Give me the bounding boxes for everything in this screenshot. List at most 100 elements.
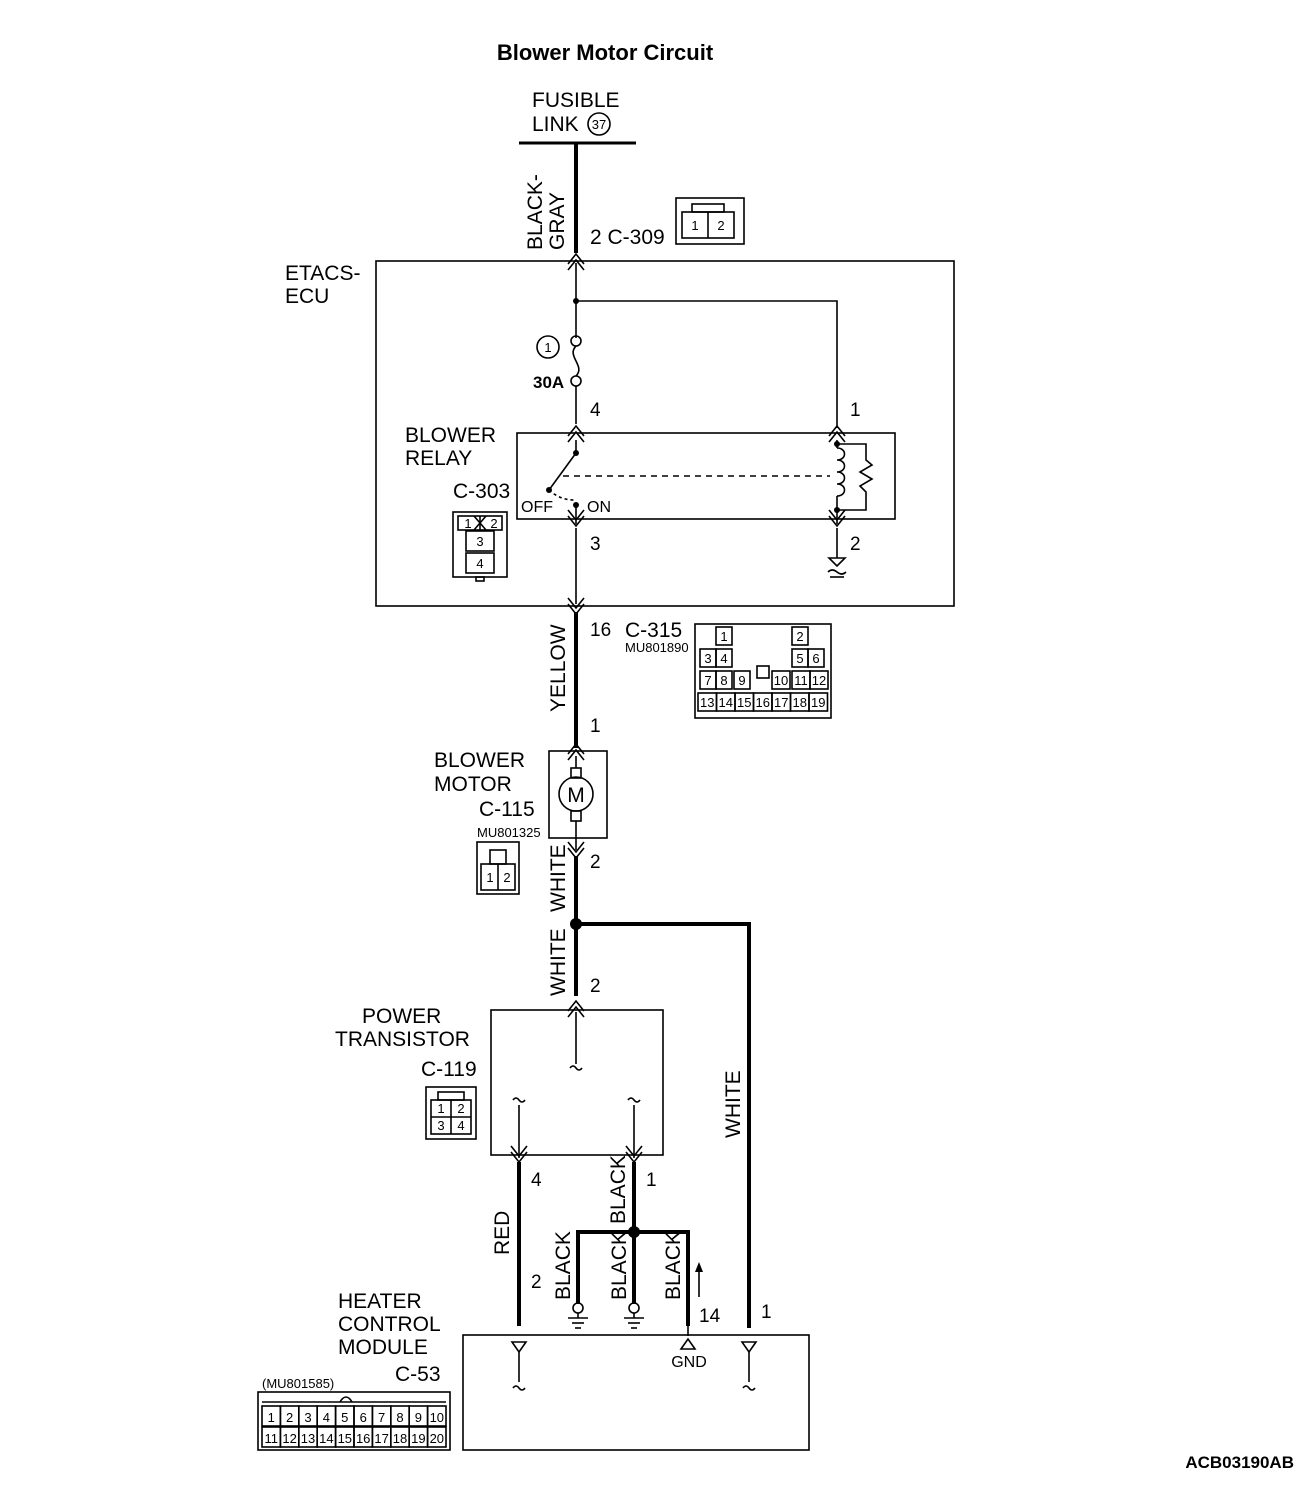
svg-text:12: 12 [282,1431,296,1446]
svg-text:19: 19 [411,1431,425,1446]
connector-c315-part: MU801890 [625,640,689,655]
svg-text:17: 17 [774,695,788,710]
c53-pin: 18 [389,1426,410,1448]
pin-relay-2: 2 [850,534,861,555]
svg-text:WHITE: WHITE [547,844,570,912]
c315-pin: 11 [791,670,811,690]
pin-hcm-14: 14 [699,1306,721,1327]
hcm-label-1: HEATER [338,1290,422,1313]
svg-text:3: 3 [476,534,483,549]
relay-label-2: RELAY [405,447,472,470]
svg-text:11: 11 [794,673,808,688]
connector-c53-part: (MU801585) [262,1376,334,1391]
wire-label-red: RED [491,1211,514,1255]
fusible-link-label-1: FUSIBLE [532,89,620,112]
svg-text:1: 1 [464,516,471,531]
c53-pin: 6 [353,1405,374,1427]
svg-text:7: 7 [378,1410,385,1425]
c315-pin: 9 [733,670,751,690]
blower-relay: BLOWER RELAY C-303 [405,424,896,520]
svg-text:16: 16 [756,695,770,710]
svg-text:8: 8 [720,673,727,688]
relay-label-1: BLOWER [405,424,496,447]
hcm-terminal-white [740,1341,758,1391]
fusible-link-label-2: LINK [532,113,579,136]
pin-etacs-4: 4 [590,400,601,421]
relay-off-label: OFF [521,499,553,516]
svg-text:GRAY: GRAY [546,192,569,250]
relay-box [516,432,896,520]
svg-text:M: M [567,784,585,807]
fusible-link: FUSIBLE LINK 37 [519,89,636,145]
pin-pt-2: 2 [590,976,601,997]
connector-c303-icon: 1 2 3 4 [452,511,508,582]
wire-label-white-1: WHITE [547,844,570,912]
c315-pin: 4 [715,648,733,668]
svg-text:2: 2 [286,1410,293,1425]
wire-label-black-gray: BLACK- GRAY [524,174,569,250]
svg-text:10: 10 [774,673,788,688]
pin-motor-2: 2 [590,852,601,873]
relay-on-label: ON [587,499,611,516]
c315-pin: 15 [734,692,755,712]
diagram-title: Blower Motor Circuit [497,40,714,65]
svg-text:BLACK: BLACK [552,1231,575,1300]
c53-pin: 1 [261,1405,282,1427]
c315-pin: 8 [715,670,733,690]
svg-text:2: 2 [490,516,497,531]
c53-pin: 14 [316,1426,337,1448]
diagram-id: ACB03190AB [1185,1453,1294,1472]
svg-text:WHITE: WHITE [547,928,570,996]
c53-pin: 11 [261,1426,282,1448]
svg-text:9: 9 [415,1410,422,1425]
svg-text:19: 19 [811,695,825,710]
fuse-icon [570,335,582,387]
c315-pin: 7 [699,670,717,690]
hcm-label-3: MODULE [338,1336,428,1359]
c53-pin: 13 [297,1426,318,1448]
svg-text:14: 14 [319,1431,333,1446]
current-arrow-icon [695,1262,703,1297]
wire-white-hcm [576,922,751,1328]
ground-icon-1 [568,1302,588,1329]
c53-pin: 9 [408,1405,429,1427]
svg-text:1: 1 [720,629,727,644]
svg-text:13: 13 [700,695,714,710]
svg-text:1: 1 [268,1410,275,1425]
motor-icon: M [558,756,594,850]
c53-pin: 17 [371,1426,392,1448]
c315-pin: 16 [752,692,773,712]
c53-pin: 3 [297,1405,318,1427]
fuse-number-circle [536,335,560,359]
svg-text:15: 15 [737,695,751,710]
svg-text:BLACK: BLACK [662,1231,685,1300]
svg-text:11: 11 [264,1431,278,1446]
hcm-box [462,1334,810,1451]
svg-text:2: 2 [457,1101,464,1116]
fuse-rating: 30A [533,373,564,392]
hcm-label-2: CONTROL [338,1313,441,1336]
svg-text:18: 18 [393,1431,407,1446]
svg-text:2: 2 [796,629,803,644]
c315-pin: 18 [789,692,810,712]
wire-label-white-2: WHITE [547,928,570,996]
c53-pin: 2 [279,1405,300,1427]
svg-text:RED: RED [491,1211,514,1255]
connector-c315-label: C-315 [625,619,682,642]
pin-hcm-1: 1 [761,1302,772,1323]
wire-label-yellow: YELLOW [547,624,570,712]
svg-text:14: 14 [719,695,733,710]
pin-motor-1: 1 [590,716,601,737]
svg-text:15: 15 [338,1431,352,1446]
c53-pin: 16 [353,1426,374,1448]
svg-text:WHITE: WHITE [722,1070,745,1138]
svg-text:17: 17 [374,1431,388,1446]
svg-text:5: 5 [341,1410,348,1425]
svg-text:1: 1 [691,218,698,233]
pin-pt-4: 4 [531,1170,542,1191]
svg-text:2: 2 [717,218,724,233]
fusible-link-number-circle [587,112,611,136]
connector-c119-icon: 1 2 3 4 [425,1086,477,1140]
pin-c315-16: 16 [590,620,611,641]
